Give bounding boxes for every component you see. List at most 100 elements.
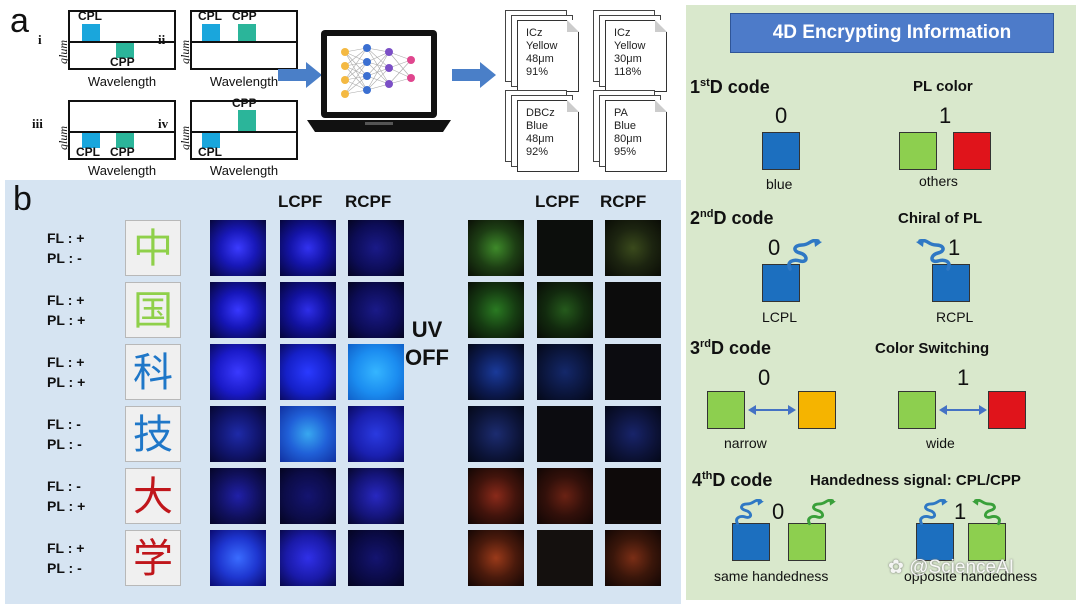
d4-green-square-left [788, 523, 826, 561]
char-box: 学 [125, 530, 181, 586]
d2-heading: Chiral of PL [898, 210, 983, 227]
col-head-rcpf: RCPF [345, 192, 392, 211]
col-head-lcpf-off: LCPF [535, 192, 580, 211]
col-head-lcpf: LCPF [278, 192, 323, 211]
char-box: 国 [125, 282, 181, 338]
plot-ii-cpp-bar [238, 24, 256, 41]
photo-uv-off [468, 530, 524, 586]
watermark-logo: ✿ @ScienceAI [888, 556, 1014, 579]
doc-text: PA Blue 80μm 95% [614, 107, 642, 158]
photo-uv-on-lcpf [280, 344, 336, 400]
photo-uv-off-rcpf [605, 220, 661, 276]
d4-code-label: 4thD code [692, 470, 773, 490]
photo-uv-off-lcpf [537, 530, 593, 586]
laptop-neural-network-icon [307, 30, 451, 132]
photo-uv-on-rcpf [348, 220, 404, 276]
photo-uv-on [210, 406, 266, 462]
photo-uv-on-lcpf [280, 530, 336, 586]
photo-uv-off [468, 344, 524, 400]
char-box: 中 [125, 220, 181, 276]
row-1-pl: PL : - [47, 250, 82, 266]
d3-code-label: 3rdD code [690, 338, 772, 358]
char-box: 技 [125, 406, 181, 462]
plot-i-roman: i [38, 32, 42, 47]
row-3-fl: FL : + [47, 354, 85, 370]
plot-iv-cpp-bar [238, 110, 256, 131]
photo-uv-on-rcpf [348, 282, 404, 338]
photo-uv-on [210, 282, 266, 338]
document-icon: ICz Yellow 48μm 91% [517, 20, 579, 92]
d4-zero: 0 [772, 499, 785, 524]
char-box: 大 [125, 468, 181, 524]
d3-caption-0: narrow [724, 435, 767, 451]
plot-iv-cpl-label: CPL [198, 145, 222, 159]
doc-text: ICz Yellow 30μm 118% [614, 27, 646, 78]
d3-one: 1 [957, 365, 970, 390]
photo-uv-on-rcpf [348, 406, 404, 462]
plot-i-cpp-label: CPP [110, 55, 135, 69]
d4-caption-1: opposite handedness [904, 568, 1038, 584]
d3-heading: Color Switching [875, 340, 990, 357]
d1-green-square [899, 132, 937, 170]
double-arrow-icon [939, 405, 987, 415]
photo-uv-on [210, 530, 266, 586]
d3-green-square-right [898, 391, 936, 429]
d2-blue-square-right [932, 264, 970, 302]
photo-uv-off-rcpf [605, 406, 661, 462]
photo-uv-off-rcpf [605, 344, 661, 400]
photo-uv-off [468, 468, 524, 524]
double-arrow-icon [748, 405, 796, 415]
photo-uv-on-lcpf [280, 468, 336, 524]
plot-i-cpl-label: CPL [78, 9, 102, 23]
d2-one: 1 [948, 235, 961, 260]
row-4-fl: FL : - [47, 416, 81, 432]
row-6-fl: FL : + [47, 540, 85, 556]
d4-heading: Handedness signal: CPL/CPP [810, 472, 1021, 489]
plot-iv-cpl-bar [202, 133, 220, 148]
photo-uv-off [468, 406, 524, 462]
plot-iv-roman: iv [158, 116, 169, 131]
plot-ii-cpl-bar [202, 24, 220, 41]
d3-red-square [988, 391, 1026, 429]
photo-uv-on-rcpf [348, 468, 404, 524]
col-head-rcpf-off: RCPF [600, 192, 647, 211]
row-2-pl: PL : + [47, 312, 86, 328]
d1-caption-0: blue [766, 176, 793, 192]
panel-c-title: 4D Encrypting Information [730, 13, 1054, 53]
photo-uv-off-lcpf [537, 220, 593, 276]
d2-caption-1: RCPL [936, 309, 974, 325]
d2-code-label: 2ndD code [690, 208, 774, 228]
uv-off-label: UV OFF [405, 317, 449, 370]
watermark-text: @ScienceAI [909, 557, 1015, 578]
plot-iv-xlabel: Wavelength [209, 163, 279, 178]
document-icon: DBCz Blue 48μm 92% [517, 100, 579, 172]
plot-iii-cpp-label: CPP [110, 145, 135, 159]
row-5-pl: PL : + [47, 498, 86, 514]
d4-one: 1 [954, 499, 967, 524]
row-2-fl: FL : + [47, 292, 85, 308]
d1-code-label: 1stD code [690, 77, 770, 97]
blue-circular-arrow-icon [919, 499, 948, 526]
d2-zero: 0 [768, 235, 781, 260]
d4-caption-0: same handedness [714, 568, 829, 584]
photo-uv-on-rcpf [348, 530, 404, 586]
d1-red-square [953, 132, 991, 170]
d1-blue-square [762, 132, 800, 170]
photo-uv-off-lcpf [537, 344, 593, 400]
photo-uv-off-lcpf [537, 468, 593, 524]
photo-uv-off-lcpf [537, 282, 593, 338]
row-1-fl: FL : + [47, 230, 85, 246]
left-circular-arrow-icon [787, 239, 822, 271]
watermark-icon: ✿ [888, 557, 904, 578]
d4-green-square-right [968, 523, 1006, 561]
row-3-pl: PL : + [47, 374, 86, 390]
plot-ii: CPL CPP [190, 9, 298, 70]
plot-ii-cpp-label: CPP [232, 9, 257, 23]
plot-iii-cpl-label: CPL [76, 145, 100, 159]
d1-zero: 0 [775, 103, 788, 128]
document-icon: PA Blue 80μm 95% [605, 100, 667, 172]
row-5-fl: FL : - [47, 478, 81, 494]
plot-ii-cpl-label: CPL [198, 9, 222, 23]
plot-i: CPL CPP [68, 9, 176, 70]
row-4-pl: PL : - [47, 436, 82, 452]
